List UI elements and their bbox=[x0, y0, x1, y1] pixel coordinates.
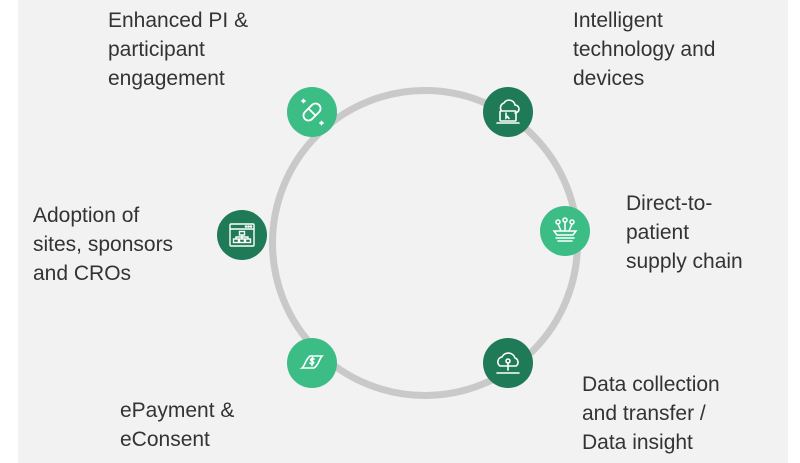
label-line: participant bbox=[108, 38, 205, 61]
label-line: patient bbox=[626, 221, 690, 244]
label-direct-to-patient: Direct-to- patient supply chain bbox=[626, 189, 743, 276]
label-line: engagement bbox=[108, 67, 225, 90]
label-line: Adoption of bbox=[33, 204, 140, 227]
pill-icon bbox=[287, 87, 337, 137]
label-line: eConsent bbox=[120, 428, 210, 451]
cloud-laptop-icon bbox=[483, 87, 533, 137]
label-line: and transfer / bbox=[582, 402, 706, 425]
label-adoption-of-sites: Adoption of sites, sponsors and CROs bbox=[33, 201, 173, 288]
label-intelligent-technology: Intelligent technology and devices bbox=[573, 6, 715, 93]
label-line: Data collection bbox=[582, 373, 720, 396]
label-line: devices bbox=[573, 67, 645, 90]
label-data-collection: Data collection and transfer / Data insi… bbox=[582, 370, 720, 457]
label-line: Data insight bbox=[582, 431, 693, 454]
label-line: supply chain bbox=[626, 250, 743, 273]
label-line: and CROs bbox=[33, 262, 132, 285]
label-line: Intelligent bbox=[573, 9, 663, 32]
label-line: Direct-to- bbox=[626, 192, 713, 215]
label-enhanced-pi: Enhanced PI & participant engagement bbox=[108, 6, 248, 93]
diagram-canvas: Enhanced PI & participant engagement Int… bbox=[18, 0, 788, 463]
label-line: ePayment & bbox=[120, 399, 235, 422]
payment-icon bbox=[287, 338, 337, 388]
sitemap-icon bbox=[217, 210, 267, 260]
label-line: Enhanced PI & bbox=[108, 9, 249, 32]
label-epayment: ePayment & eConsent bbox=[120, 396, 234, 454]
label-line: sites, sponsors bbox=[33, 233, 174, 256]
label-line: technology and bbox=[573, 38, 716, 61]
supply-chain-icon bbox=[540, 206, 590, 256]
cloud-data-icon bbox=[483, 338, 533, 388]
